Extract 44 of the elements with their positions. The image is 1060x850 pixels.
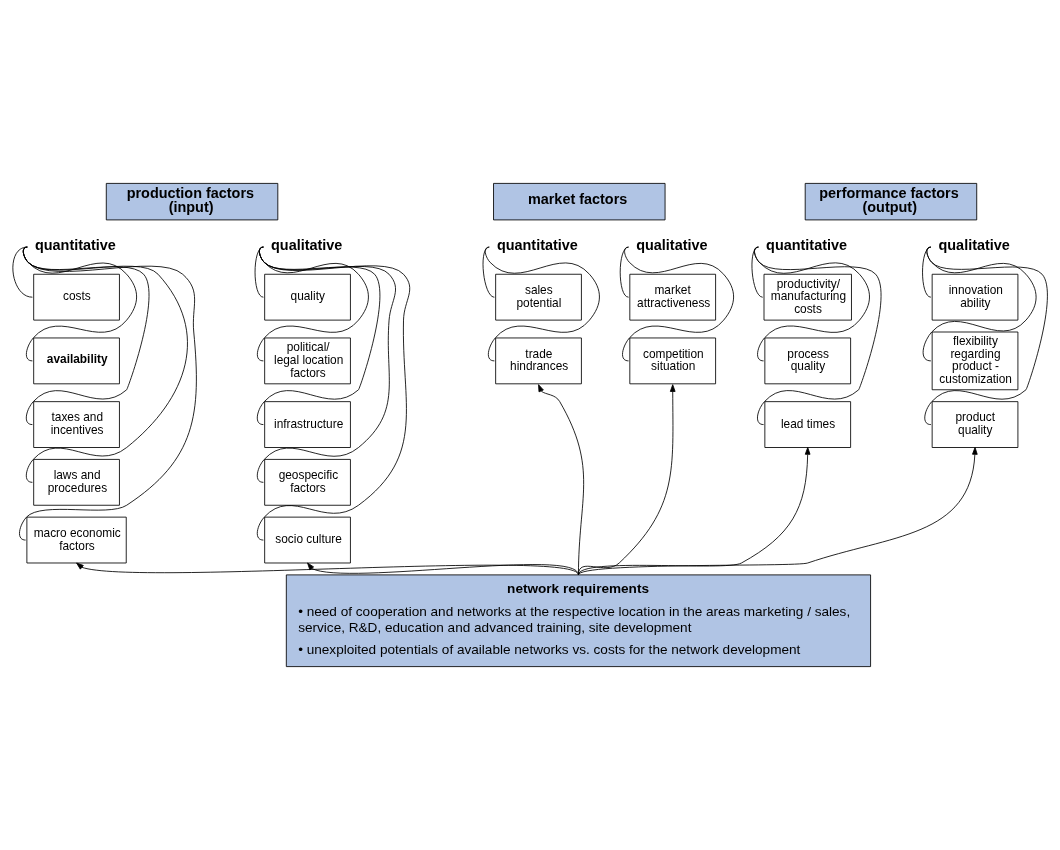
node-text: quantitative (766, 236, 848, 253)
connector (12, 246, 33, 298)
node-box: trade hindrances (495, 337, 582, 385)
node-box: production factors (input) (105, 182, 279, 221)
node-box: network requirements • need of cooperation and networks at the respective location in the areas marketing / sales, service, R&D, education and advanced training, site development • unexploited potentials of available networks vs. costs for the network development (285, 574, 871, 668)
node-box: taxes and incentives (33, 401, 120, 448)
arrow (578, 384, 676, 576)
arrow (578, 447, 811, 576)
node-box: innovation ability (931, 273, 1019, 321)
connector (751, 246, 764, 298)
connector (256, 246, 411, 541)
connector (619, 246, 629, 298)
node-box: flexibility regarding product - customization (931, 331, 1019, 391)
node-box: socio culture (264, 516, 351, 564)
node-box: laws and procedures (33, 458, 120, 506)
node-box: process quality (764, 337, 852, 385)
connector (622, 246, 734, 362)
node-text: qualitative (271, 236, 343, 253)
connector (924, 246, 1048, 425)
node-box: costs (33, 273, 120, 321)
connector (754, 246, 882, 425)
node-box: product quality (931, 401, 1019, 448)
node-text: quantitative (34, 236, 116, 253)
node-box: availability (33, 337, 120, 385)
node-box: market attractiveness (629, 273, 717, 321)
connector (19, 246, 197, 541)
node-box: competition situation (629, 337, 717, 385)
connector (484, 246, 600, 362)
node-box: geospecific factors (264, 458, 351, 506)
node-box: productivity/ manufacturing costs (763, 273, 852, 321)
node-box: sales potential (495, 273, 582, 321)
node-box: political/ legal location factors (264, 337, 351, 385)
node-box: lead times (764, 401, 852, 448)
node-box: infrastructure (264, 401, 351, 448)
arrow (76, 562, 579, 576)
node-text: quantitative (496, 236, 578, 253)
arrow (307, 562, 579, 576)
node-box: quality (264, 273, 351, 321)
node-text: qualitative (636, 236, 708, 253)
node-box: market factors (493, 182, 666, 221)
node-box: macro economic factors (26, 516, 127, 564)
arrow (578, 447, 978, 576)
node-box: performance factors (output) (804, 182, 978, 221)
node-text: qualitative (938, 236, 1010, 253)
